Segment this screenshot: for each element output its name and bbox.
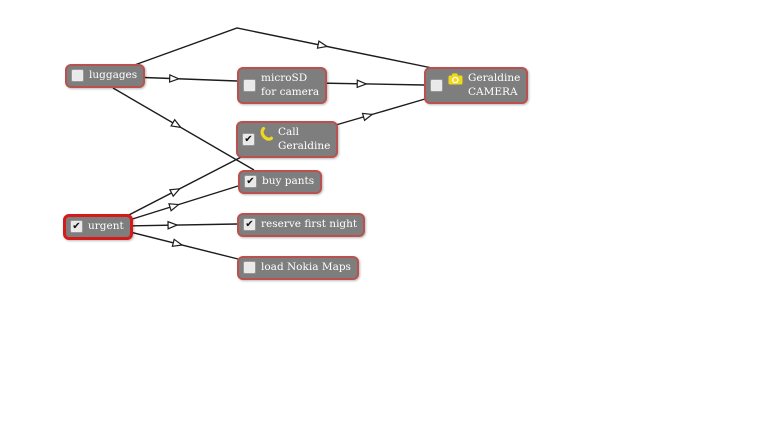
urgent-checkbox[interactable]: ✔ bbox=[70, 220, 83, 234]
edge-microsd-for-camera-to-geraldine-camera bbox=[314, 82, 425, 86]
node-label-line: reserve first night bbox=[261, 218, 358, 230]
node-label-line: luggages bbox=[89, 69, 138, 81]
arrowhead-icon bbox=[167, 220, 179, 230]
camera-icon bbox=[448, 73, 463, 85]
phone-icon bbox=[260, 126, 273, 141]
edge-call-geraldine-to-geraldine-camera bbox=[328, 98, 426, 128]
edge-urgent-to-buy-pants bbox=[125, 185, 239, 222]
node-label-line: Geraldine bbox=[468, 72, 521, 84]
arrowhead-icon bbox=[168, 73, 181, 83]
edge-luggages-to-microsd-for-camera bbox=[130, 76, 238, 82]
node-label: luggages bbox=[89, 69, 137, 83]
arrowhead-icon bbox=[168, 188, 181, 198]
arrowhead-icon bbox=[356, 79, 368, 89]
edge-urgent-to-call-geraldine bbox=[124, 152, 250, 218]
arrowhead-icon bbox=[170, 118, 183, 129]
node-label-line: for camera bbox=[261, 85, 320, 98]
node-label-line: CAMERA bbox=[468, 85, 518, 98]
buy-pants-checkbox[interactable]: ✔ bbox=[244, 175, 257, 189]
node-luggages[interactable]: luggages bbox=[65, 64, 146, 88]
arrowhead-icon bbox=[168, 203, 181, 212]
node-label-line: urgent bbox=[88, 220, 124, 232]
geraldine-camera-checkbox[interactable] bbox=[430, 79, 443, 93]
node-label: buy pants bbox=[262, 175, 314, 189]
node-urgent[interactable]: ✔ urgent bbox=[63, 214, 133, 240]
node-load-nokia-maps[interactable]: load Nokia Maps bbox=[237, 256, 359, 280]
node-label-line: Geraldine bbox=[278, 139, 331, 152]
node-label-line: buy pants bbox=[262, 175, 315, 187]
luggages-checkbox[interactable] bbox=[71, 69, 84, 83]
node-reserve-first-night[interactable]: ✔ reserve first night bbox=[237, 213, 366, 237]
node-label-line: Call bbox=[278, 126, 300, 138]
reserve-first-night-checkbox[interactable]: ✔ bbox=[243, 218, 256, 232]
node-label-line: load Nokia Maps bbox=[261, 261, 351, 273]
node-label-line: microSD bbox=[261, 72, 308, 84]
microsd-for-camera-checkbox[interactable] bbox=[243, 79, 256, 93]
node-label: urgent bbox=[88, 220, 124, 234]
arrowhead-icon bbox=[316, 40, 329, 49]
arrowhead-icon bbox=[361, 112, 374, 122]
load-nokia-maps-checkbox[interactable] bbox=[243, 261, 256, 275]
arrowhead-icon bbox=[171, 238, 184, 248]
edge-urgent-to-reserve-first-night bbox=[125, 223, 238, 227]
edge-luggages-to-buy-pants bbox=[112, 87, 255, 171]
edge-luggages-to-geraldine-camera bbox=[128, 27, 438, 70]
node-label: load Nokia Maps bbox=[261, 261, 351, 275]
node-buy-pants[interactable]: ✔ buy pants bbox=[238, 170, 323, 194]
call-geraldine-checkbox[interactable]: ✔ bbox=[242, 133, 255, 147]
node-label: reserve first night bbox=[261, 218, 357, 232]
